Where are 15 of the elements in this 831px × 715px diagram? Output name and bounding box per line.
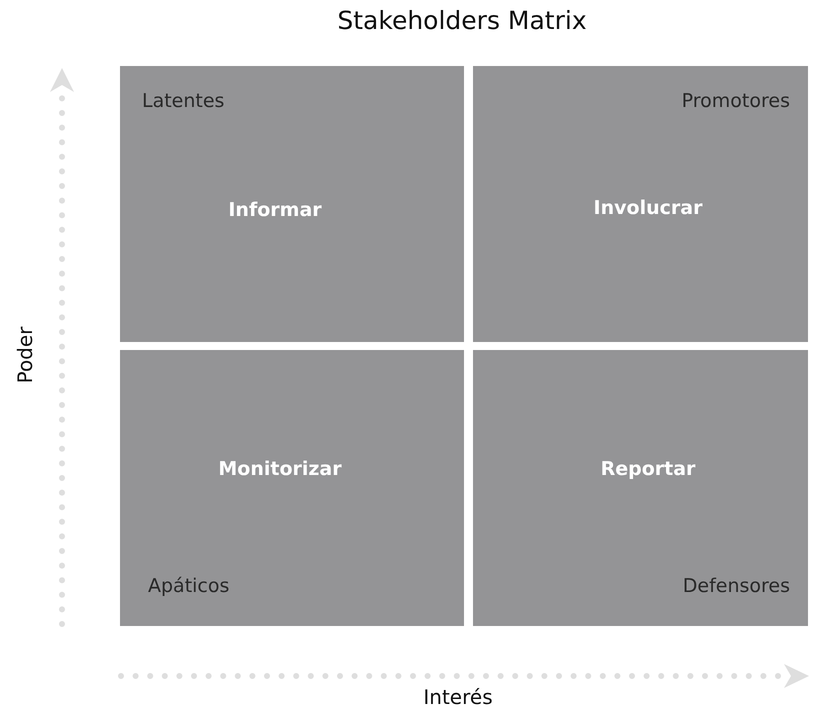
- quadrant-panel: [473, 66, 808, 342]
- axis-label: Interés: [423, 685, 493, 709]
- quadrant-label: Latentes: [142, 90, 224, 112]
- axis-label: Poder: [13, 326, 37, 384]
- quadrant-panel: [473, 350, 808, 626]
- quadrant-label: Promotores: [682, 90, 790, 112]
- quadrant-label: Apáticos: [148, 575, 230, 597]
- quadrant-label: Defensores: [682, 575, 790, 597]
- quadrant-panel: [120, 66, 464, 342]
- quadrant-panel: [120, 350, 464, 626]
- strategy-label: Reportar: [600, 458, 696, 480]
- strategy-label: Involucrar: [594, 197, 702, 219]
- title: Stakeholders Matrix: [337, 6, 587, 35]
- strategy-label: Informar: [228, 199, 322, 221]
- strategy-label: Monitorizar: [218, 458, 342, 480]
